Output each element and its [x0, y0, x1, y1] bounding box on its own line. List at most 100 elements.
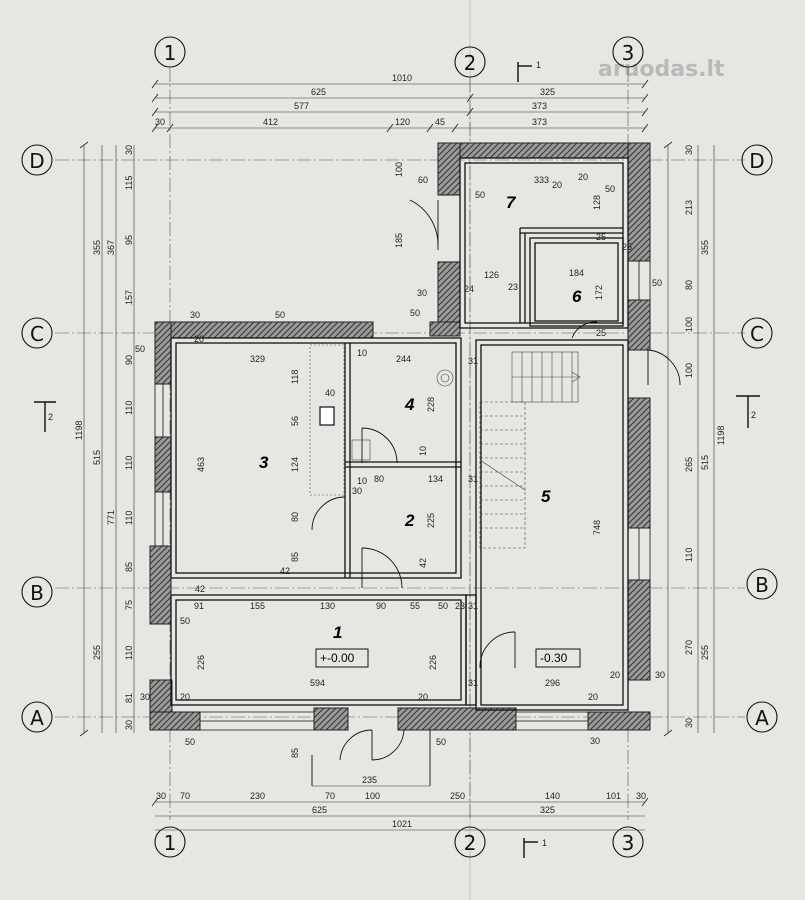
svg-text:20: 20 — [578, 172, 588, 182]
svg-text:30: 30 — [124, 720, 134, 730]
room-number-1: 1 — [333, 623, 342, 642]
svg-text:30: 30 — [684, 718, 694, 728]
axis-1-bottom: 1 — [164, 831, 177, 855]
svg-text:1198: 1198 — [716, 426, 726, 445]
svg-text:270: 270 — [684, 640, 694, 655]
svg-text:1198: 1198 — [74, 421, 84, 440]
svg-text:31: 31 — [468, 601, 478, 611]
axis-c-right: C — [750, 322, 764, 346]
svg-text:134: 134 — [428, 474, 443, 484]
svg-text:50: 50 — [436, 737, 446, 747]
svg-text:50: 50 — [180, 616, 190, 626]
svg-text:110: 110 — [124, 511, 134, 525]
svg-text:185: 185 — [394, 233, 404, 248]
dim-top-412: 412 — [263, 117, 278, 127]
section-marks — [34, 62, 760, 858]
svg-text:30: 30 — [590, 736, 600, 746]
svg-text:23: 23 — [508, 282, 518, 292]
dim-top-373b: 373 — [532, 117, 547, 127]
svg-text:594: 594 — [310, 678, 325, 688]
svg-text:130: 130 — [320, 601, 335, 611]
svg-text:50: 50 — [135, 344, 145, 354]
axis-a-left: A — [30, 706, 44, 730]
fixtures — [309, 344, 454, 496]
svg-text:110: 110 — [124, 456, 134, 470]
section-mark-2-left: 2 — [48, 412, 53, 422]
svg-text:128: 128 — [592, 195, 602, 210]
svg-text:10: 10 — [357, 476, 367, 486]
svg-text:90: 90 — [376, 601, 386, 611]
svg-text:30: 30 — [655, 670, 665, 680]
dim-bot-70a: 70 — [180, 791, 190, 801]
svg-text:20: 20 — [588, 692, 598, 702]
svg-text:355: 355 — [92, 240, 102, 255]
svg-text:333: 333 — [534, 175, 549, 185]
svg-text:31: 31 — [468, 356, 478, 366]
svg-text:56: 56 — [290, 416, 300, 426]
dim-top-325: 325 — [540, 87, 555, 97]
svg-text:748: 748 — [592, 520, 602, 535]
room-number-4: 4 — [404, 395, 415, 414]
svg-text:80: 80 — [290, 512, 300, 522]
svg-text:30: 30 — [190, 310, 200, 320]
svg-text:10: 10 — [418, 446, 428, 456]
room-number-7: 7 — [506, 193, 517, 212]
dim-bot-625: 625 — [312, 805, 327, 815]
svg-text:90: 90 — [124, 355, 134, 365]
level-box-5 — [535, 648, 581, 668]
svg-text:50: 50 — [438, 601, 448, 611]
svg-text:50: 50 — [475, 190, 485, 200]
svg-text:115: 115 — [124, 176, 134, 190]
axis-3-bottom: 3 — [622, 831, 635, 855]
svg-text:20: 20 — [180, 692, 190, 702]
section-mark-1-top: 1 — [536, 60, 541, 70]
svg-text:355: 355 — [700, 240, 710, 255]
dim-top-1010: 1010 — [392, 73, 412, 83]
svg-text:30: 30 — [124, 145, 134, 155]
dim-bot-235: 235 — [362, 775, 377, 785]
svg-text:226: 226 — [196, 655, 206, 670]
room-number-2: 2 — [404, 511, 415, 530]
svg-text:155: 155 — [250, 601, 265, 611]
svg-text:25: 25 — [596, 328, 606, 338]
svg-text:50: 50 — [605, 184, 615, 194]
svg-text:30: 30 — [684, 145, 694, 155]
svg-text:329: 329 — [250, 354, 265, 364]
svg-text:50: 50 — [410, 308, 420, 318]
axis-3-top: 3 — [622, 41, 635, 65]
dimension-lines — [83, 83, 715, 831]
svg-text:30: 30 — [417, 288, 427, 298]
axis-c-left: C — [30, 322, 44, 346]
svg-text:40: 40 — [325, 388, 335, 398]
svg-text:20: 20 — [552, 180, 562, 190]
svg-text:100: 100 — [684, 317, 694, 332]
svg-text:255: 255 — [92, 645, 102, 660]
doors — [311, 199, 681, 786]
svg-text:25: 25 — [596, 232, 606, 242]
svg-text:10: 10 — [357, 348, 367, 358]
section-mark-2-right: 2 — [751, 410, 756, 420]
svg-text:85: 85 — [290, 552, 300, 562]
svg-text:31: 31 — [468, 474, 478, 484]
svg-text:110: 110 — [124, 646, 134, 660]
svg-text:42: 42 — [418, 558, 428, 568]
windows — [154, 194, 651, 731]
dimension-ticks — [79, 79, 673, 807]
right-dims: 1198 355 515 255 30 213 80 100 100 265 1… — [684, 145, 726, 728]
svg-text:228: 228 — [426, 397, 436, 412]
svg-text:225: 225 — [426, 513, 436, 528]
axis-b-left: B — [30, 581, 44, 605]
svg-text:226: 226 — [428, 655, 438, 670]
svg-text:126: 126 — [484, 270, 499, 280]
dim-bot-1021: 1021 — [392, 819, 412, 829]
svg-text:296: 296 — [545, 678, 560, 688]
axis-a-right: A — [755, 706, 769, 730]
svg-text:30: 30 — [352, 486, 362, 496]
svg-text:91: 91 — [194, 601, 204, 611]
svg-text:60: 60 — [418, 175, 428, 185]
svg-text:100: 100 — [684, 363, 694, 378]
dim-top-625: 625 — [311, 87, 326, 97]
svg-text:124: 124 — [290, 457, 300, 472]
